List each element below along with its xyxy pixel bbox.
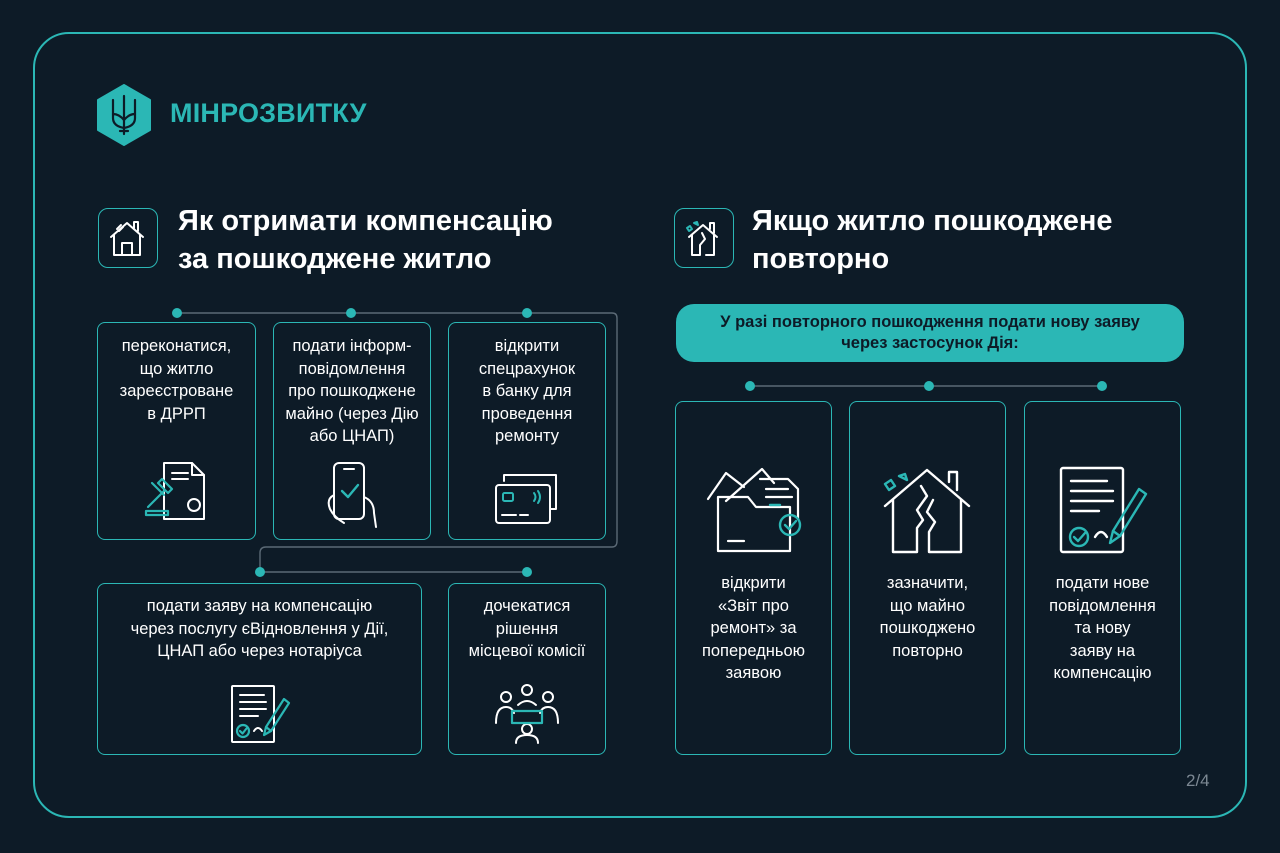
left-step-card-3: відкрити спецрахунок в банку для проведе… [448, 322, 606, 540]
folder-report-icon [704, 465, 804, 557]
step-dot [255, 567, 265, 577]
left-step-card-1: переконатися, що житло зареєстроване в Д… [97, 322, 256, 540]
phone-check-icon [322, 461, 382, 531]
step-dot [172, 308, 182, 318]
gavel-document-icon [142, 459, 212, 525]
house-section-icon [98, 208, 158, 268]
step-dot [522, 567, 532, 577]
contract-pen-icon [228, 683, 292, 745]
page-number: 2/4 [1186, 771, 1210, 790]
step-text: подати інформ- повідомлення про пошкодже… [285, 337, 419, 445]
committee-meeting-icon [492, 683, 562, 745]
left-section-title: Як отримати компенсацію за пошкоджене жи… [178, 205, 553, 275]
trident-logo-icon [96, 84, 152, 146]
brand-name: МІНРОЗВИТКУ [170, 98, 367, 128]
right-step-card-2: зазначити, що майно пошкоджено повторно [849, 401, 1006, 755]
step-text: дочекатися рішення місцевої комісії [468, 597, 586, 660]
step-text: відкрити спецрахунок в банку для проведе… [478, 337, 576, 445]
right-step-card-1: відкрити «Звіт про ремонт» за попередньо… [675, 401, 832, 755]
step-text: відкрити «Звіт про ремонт» за попередньо… [701, 574, 806, 682]
step-dot [924, 381, 934, 391]
step-text: переконатися, що житло зареєстроване в Д… [119, 337, 234, 423]
step-text: подати заяву на компенсацію через послуг… [130, 597, 389, 660]
left-step-card-5: дочекатися рішення місцевої комісії [448, 583, 606, 755]
step-dot [522, 308, 532, 318]
step-dot [745, 381, 755, 391]
bank-card-icon [494, 471, 560, 527]
page-frame [33, 32, 1247, 818]
left-step-card-2: подати інформ- повідомлення про пошкодже… [273, 322, 431, 540]
step-dot [1097, 381, 1107, 391]
damaged-house-icon [883, 466, 973, 556]
step-text: зазначити, що майно пошкоджено повторно [879, 574, 976, 660]
repeat-damage-banner: У разі повторного пошкодження подати нов… [676, 304, 1184, 362]
left-step-card-4: подати заяву на компенсацію через послуг… [97, 583, 422, 755]
right-section-title: Якщо житло пошкоджене повторно [752, 205, 1113, 275]
damaged-house-section-icon [674, 208, 734, 268]
step-dot [346, 308, 356, 318]
contract-pen-icon [1057, 465, 1149, 555]
right-step-card-3: подати нове повідомлення та нову заяву н… [1024, 401, 1181, 755]
step-text: подати нове повідомлення та нову заяву н… [1049, 574, 1156, 682]
